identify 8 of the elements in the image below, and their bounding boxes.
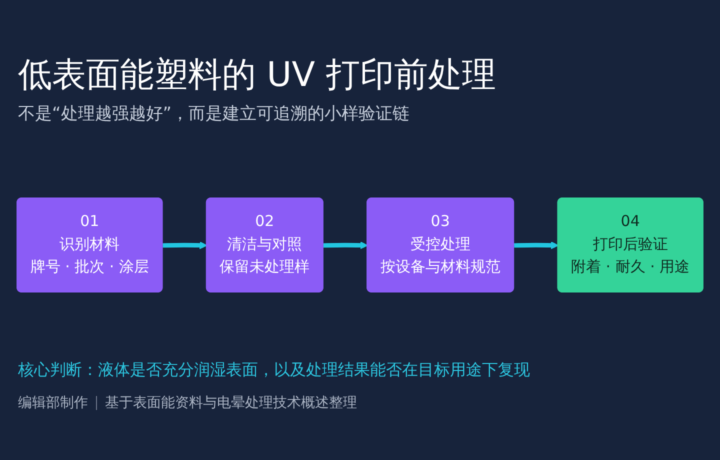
arrow — [323, 241, 368, 250]
arrow — [162, 241, 208, 250]
key-note: 核心判断：液体是否充分润湿表面，以及处理结果能否在目标用途下复现 — [18, 360, 530, 381]
credit-note: 编辑部制作 — [18, 394, 88, 412]
subtitle: 不是“处理越强越好”，而是建立可追溯的小样验证链 — [18, 103, 410, 125]
arrow — [514, 241, 559, 250]
source-note: 基于表面能资料与电晕处理技术概述整理 — [105, 394, 357, 412]
title: 低表面能塑料的 UV 打印前处理 — [18, 54, 496, 97]
